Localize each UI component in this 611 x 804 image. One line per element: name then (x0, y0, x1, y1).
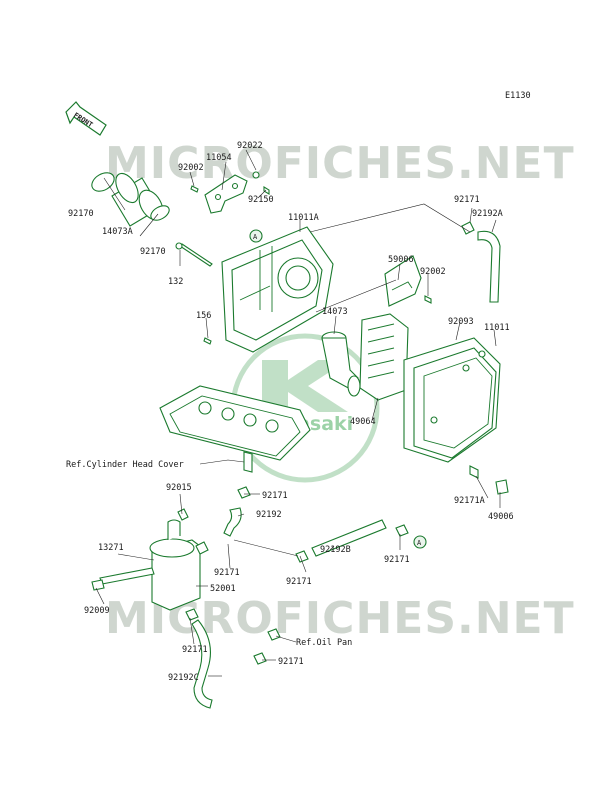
label-92002b: 92002 (420, 267, 446, 277)
label-49006: 49006 (488, 512, 514, 522)
label-13271: 13271 (98, 543, 124, 553)
label-ref-oil-pan: Ref.Oil Pan (296, 638, 352, 648)
label-92009: 92009 (84, 606, 110, 616)
label-49064: 49064 (350, 417, 376, 427)
label-52001: 52001 (210, 584, 236, 594)
label-92171f: 92171 (182, 645, 208, 655)
hose-92192c (185, 608, 281, 709)
label-92171c: 92171 (214, 568, 240, 578)
label-92192b: 92192B (320, 545, 351, 555)
label-92022: 92022 (237, 141, 263, 151)
label-132: 132 (168, 277, 183, 287)
part-labels: 92022 11054 92002 92150 92170 14073A 921… (66, 141, 514, 683)
hose-92192b: A (295, 519, 427, 563)
label-92150: 92150 (248, 195, 274, 205)
filter-49064 (359, 313, 409, 401)
bracket-11054 (190, 171, 270, 214)
front-arrow-icon: FRONT (65, 101, 107, 136)
label-11054: 11054 (206, 153, 232, 163)
bracket-13271 (91, 567, 155, 591)
cover-plate-59006 (384, 255, 432, 307)
label-92002a: 92002 (178, 163, 204, 173)
hose-92192 (223, 486, 251, 537)
label-92171d: 92171 (384, 555, 410, 565)
watermark-top: MICROFICHES.NET (105, 138, 575, 189)
bolt-156 (203, 337, 212, 345)
label-14073a: 14073A (102, 227, 133, 237)
label-11011: 11011 (484, 323, 510, 333)
label-92170b: 92170 (140, 247, 166, 257)
separator-tank-52001 (149, 508, 209, 611)
label-92171a-2: 92171A (454, 496, 485, 506)
air-cover-11011 (403, 337, 509, 495)
label-92192c: 92192C (168, 673, 199, 683)
leader-lines (95, 149, 501, 677)
hose-14073a (91, 172, 170, 227)
label-92015: 92015 (166, 483, 192, 493)
label-92170a: 92170 (68, 209, 94, 219)
label-59006: 59006 (388, 255, 414, 265)
label-92171e: 92171 (286, 577, 312, 587)
label-92171a: 92171 (454, 195, 480, 205)
label-11011a: 11011A (288, 213, 319, 223)
label-92171g: 92171 (278, 657, 304, 667)
label-ref-cylinder-head-cover: Ref.Cylinder Head Cover (66, 460, 184, 470)
bolt-132 (175, 242, 213, 267)
label-92171b: 92171 (262, 491, 288, 501)
callout-a-bottom: A (417, 539, 422, 547)
label-92192a: 92192A (472, 209, 503, 219)
label-92093: 92093 (448, 317, 474, 327)
label-156: 156 (196, 311, 211, 321)
hose-92192a (461, 221, 501, 303)
callout-a-top: A (253, 233, 258, 241)
diagram-code: E1130 (505, 91, 531, 101)
air-housing-11011a: A (221, 226, 334, 353)
label-14073: 14073 (322, 307, 348, 317)
duct-14073 (321, 331, 361, 397)
label-92192: 92192 (256, 510, 282, 520)
cylinder-head-cover (159, 385, 311, 473)
